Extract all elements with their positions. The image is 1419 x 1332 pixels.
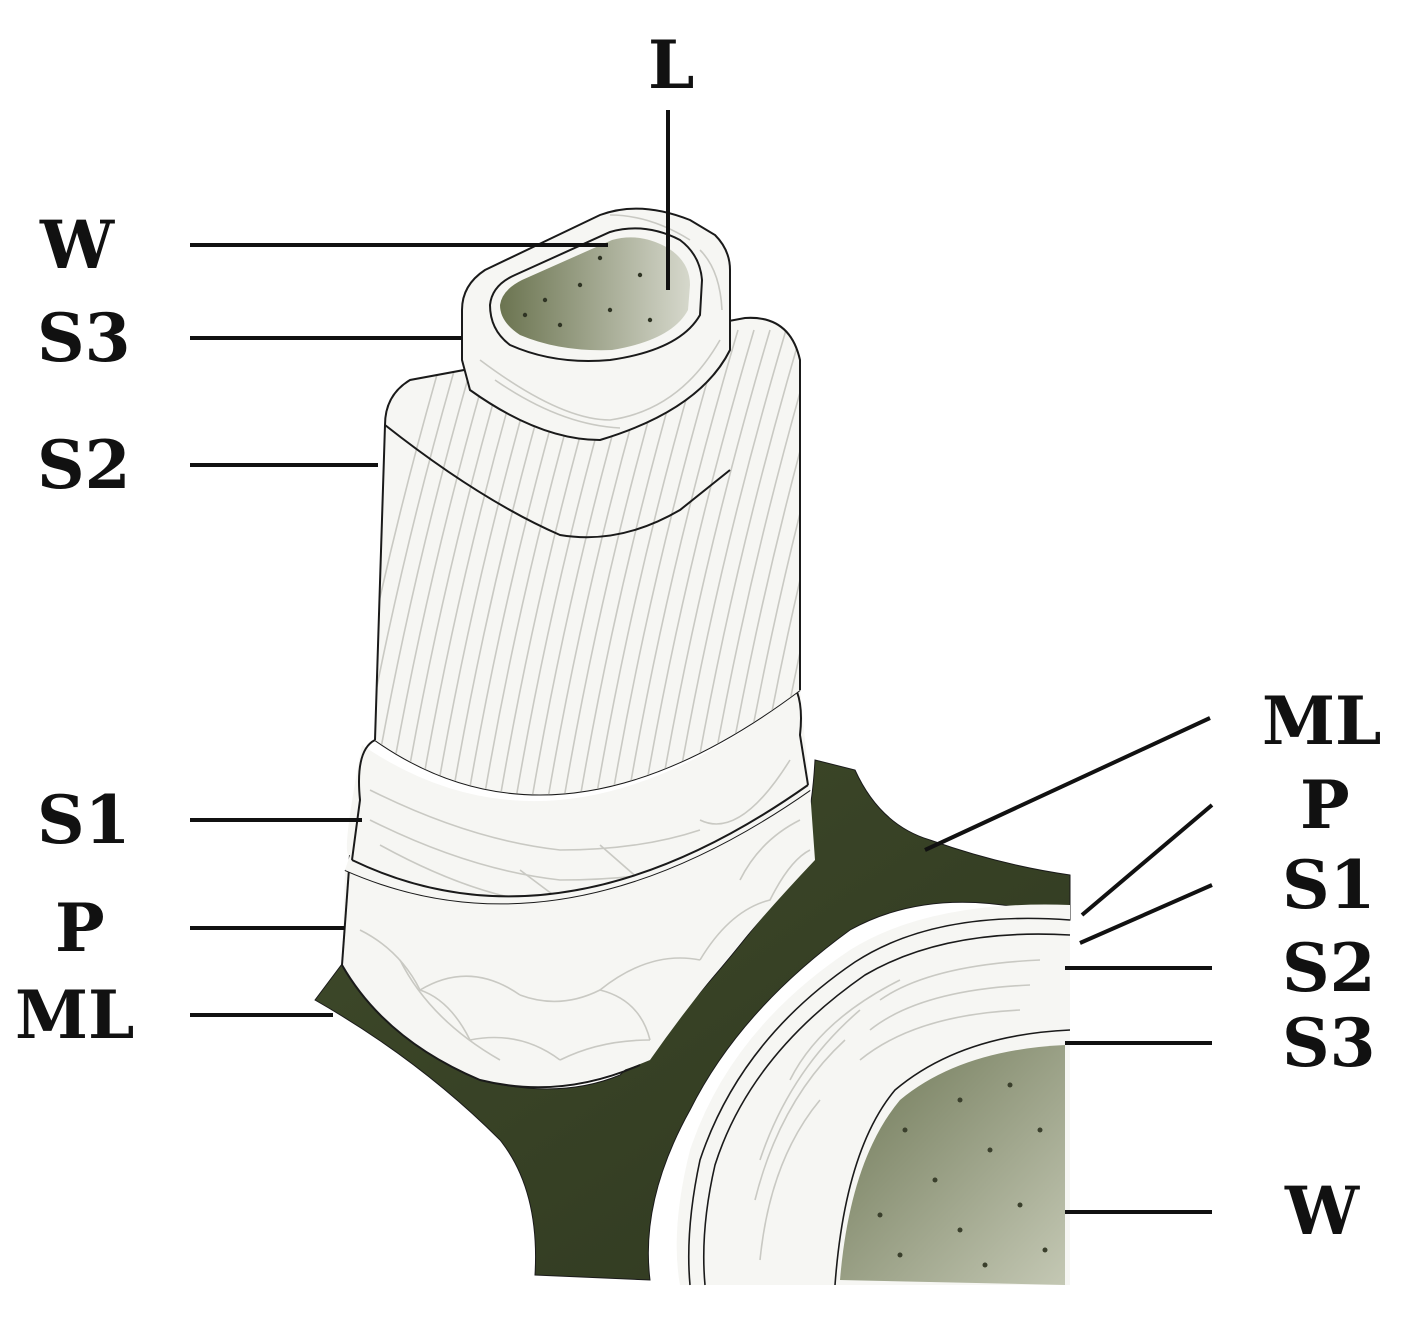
middle-lamella-shape	[314, 759, 1071, 1281]
leader-right-s1	[1079, 883, 1213, 945]
s2-front-edge	[384, 424, 731, 539]
label-left-w: W	[40, 206, 115, 284]
primary-wall-bottom-edge	[341, 964, 641, 1089]
label-left-p: P	[55, 889, 105, 967]
leader-right-p	[1080, 803, 1214, 917]
s3-inner-rim	[488, 227, 704, 362]
label-right-s3: S3	[1282, 1004, 1376, 1082]
label-left-ml: ML	[15, 976, 135, 1054]
s1-band	[345, 690, 810, 904]
primary-wall-left-edge	[341, 854, 351, 966]
s2-outline	[374, 316, 801, 741]
right-cell-texture	[754, 959, 1041, 1261]
right-cell-wall-lines	[687, 917, 1071, 1286]
s1-left-edge	[351, 739, 376, 861]
label-l-top: L	[648, 26, 695, 104]
s2-fibril-line	[858, 330, 978, 860]
s2-tube	[375, 317, 800, 795]
primary-wall-network	[359, 819, 811, 1061]
s2-fibril-line	[375, 329, 467, 795]
label-left-s2: S2	[37, 426, 131, 504]
label-left-s3: S3	[37, 299, 131, 377]
s3-ring-outline	[461, 207, 731, 442]
label-right-s1: S1	[1282, 846, 1376, 924]
primary-wall-band	[342, 790, 815, 1087]
leader-right-ml	[924, 716, 1211, 852]
s1-bottom-edge	[351, 784, 809, 898]
s2-fibril-line	[585, 329, 707, 795]
s2-fibril-line	[375, 329, 483, 795]
label-right-w: W	[1285, 1172, 1360, 1250]
label-right-p: P	[1300, 766, 1350, 844]
lumen	[500, 237, 690, 351]
right-cell-lumen	[840, 1045, 1065, 1285]
lumen-warts	[522, 255, 653, 328]
label-right-ml: ML	[1262, 682, 1382, 760]
leader-lines	[190, 110, 1214, 1214]
label-right-s2: S2	[1282, 929, 1376, 1007]
s3-texture	[479, 214, 723, 429]
label-left-s1: S1	[37, 781, 131, 859]
right-lumen-warts	[877, 1082, 1048, 1268]
